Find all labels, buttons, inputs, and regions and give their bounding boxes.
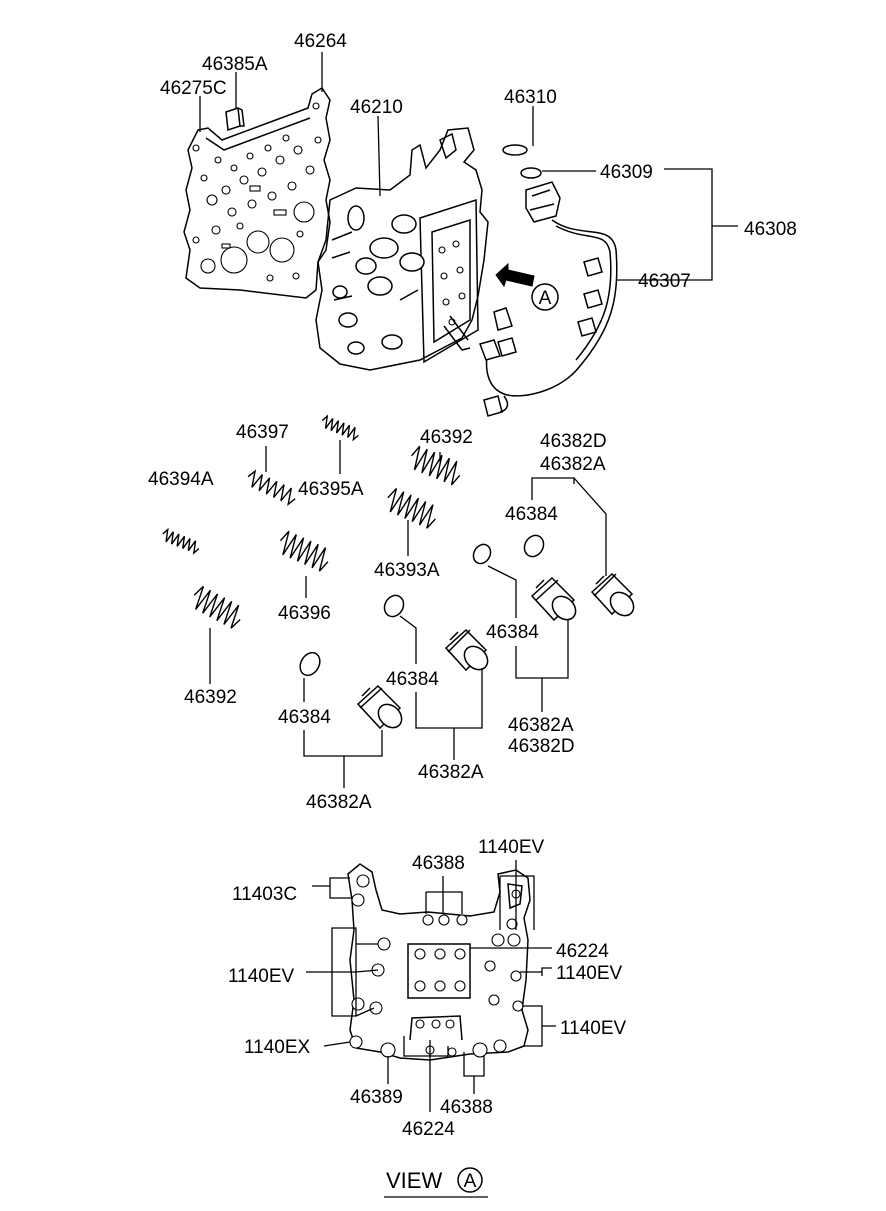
- view-a-leader-lines: [306, 860, 556, 1112]
- label-46307: 46307: [638, 271, 691, 292]
- label-46382A-mid: 46382A: [508, 715, 574, 736]
- label-46382A-bottom: 46382A: [306, 792, 372, 813]
- label-1140EV-left: 1140EV: [228, 966, 295, 987]
- label-46275C: 46275C: [160, 78, 227, 99]
- wiring-harness: [479, 144, 618, 417]
- label-46382D-mid: 46382D: [508, 736, 575, 757]
- view-caption-circle-icon: [457, 1167, 483, 1193]
- label-46224-bottom: 46224: [402, 1119, 455, 1140]
- label-1140EV-right-2: 1140EV: [560, 1018, 627, 1039]
- label-46384-b: 46384: [486, 622, 539, 643]
- solenoid-valve-1: [590, 572, 635, 617]
- label-46393A: 46393A: [374, 560, 440, 581]
- label-46384-c: 46384: [386, 669, 439, 690]
- label-46224-right: 46224: [556, 941, 609, 962]
- label-46382A-low: 46382A: [418, 762, 484, 783]
- label-46395A: 46395A: [298, 479, 364, 500]
- spring-46392-top: [411, 445, 461, 486]
- label-46310: 46310: [504, 87, 557, 108]
- label-46385A: 46385A: [202, 54, 268, 75]
- label-46396: 46396: [278, 603, 331, 624]
- view-a-plate: [347, 863, 531, 1061]
- label-46392-bottom: 46392: [184, 687, 237, 708]
- spring-46397: [247, 469, 296, 506]
- spring-46396: [279, 530, 329, 572]
- view-caption: VIEW: [386, 1168, 442, 1193]
- label-46382D-top: 46382D: [540, 431, 607, 452]
- label-46264: 46264: [294, 31, 347, 52]
- label-46394A: 46394A: [148, 469, 214, 490]
- label-1140EV-right-1: 1140EV: [556, 963, 623, 984]
- middle-leader-lines: [209, 440, 607, 788]
- solenoid-valve-2: [530, 576, 577, 622]
- callout-letter: A: [539, 288, 552, 309]
- o-ring-d: [299, 651, 321, 677]
- label-1140EX: 1140EX: [244, 1037, 311, 1058]
- callout-circle-icon: [531, 283, 559, 311]
- o-ring-c: [383, 594, 405, 618]
- spring-46393A: [387, 487, 436, 529]
- label-46210: 46210: [350, 97, 403, 118]
- spring-46392-bottom: [193, 585, 241, 629]
- label-46382A-top: 46382A: [540, 454, 606, 475]
- label-46384-d: 46384: [278, 707, 331, 728]
- label-46389: 46389: [350, 1087, 403, 1108]
- label-46397: 46397: [236, 422, 289, 443]
- label-46308: 46308: [744, 219, 797, 240]
- label-46392-top: 46392: [420, 427, 473, 448]
- separator-plate: [183, 86, 331, 299]
- spring-46394A: [162, 527, 200, 555]
- label-46309: 46309: [600, 162, 653, 183]
- view-caption-letter: A: [464, 1171, 477, 1192]
- label-46384-a: 46384: [505, 504, 558, 525]
- o-ring-a: [523, 534, 545, 558]
- label-11403C: 11403C: [232, 884, 297, 905]
- filter-clip: [225, 106, 245, 132]
- solenoid-valve-3: [444, 628, 489, 672]
- valve-body: [315, 127, 489, 371]
- solenoid-valve-4: [356, 684, 403, 730]
- label-1140EV-top-right: 1140EV: [478, 837, 545, 858]
- upper-leader-lines: [199, 52, 738, 281]
- o-ring-b: [472, 543, 492, 565]
- spring-46395A: [321, 414, 359, 442]
- label-46388-bottom: 46388: [440, 1097, 493, 1118]
- view-a-arrow-icon: [495, 262, 535, 288]
- label-46388-top: 46388: [412, 853, 465, 874]
